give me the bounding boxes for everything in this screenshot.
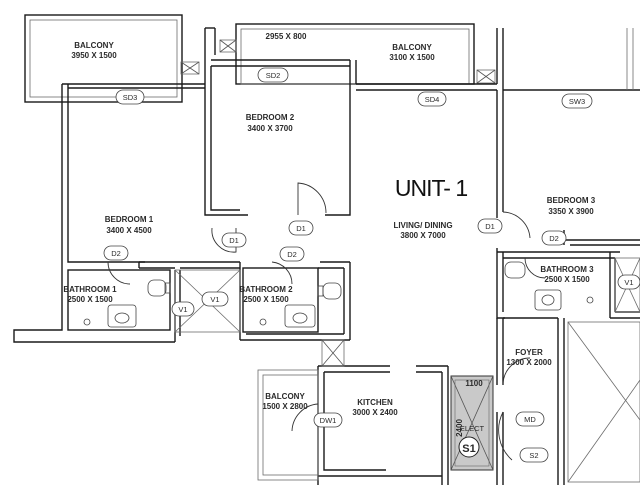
lift-shaft-label: S1 — [462, 443, 475, 455]
svg-text:V1: V1 — [624, 278, 633, 287]
svg-text:D2: D2 — [549, 234, 559, 243]
tag-v1-bathroom-2: V1 — [201, 291, 229, 307]
kitchen-name: KITCHEN — [357, 398, 393, 407]
tag-dw1: DW1 — [313, 412, 343, 428]
tag-md: MD — [515, 411, 545, 427]
bedroom-2-name: BEDROOM 2 — [246, 113, 295, 122]
svg-text:SW3: SW3 — [569, 97, 585, 106]
svg-text:S2: S2 — [529, 451, 538, 460]
living-dining-size: 3800 X 7000 — [400, 231, 446, 240]
bathroom-3-name: BATHROOM 3 — [540, 265, 594, 274]
bathroom-1-name: BATHROOM 1 — [63, 285, 117, 294]
tag-sd3: SD3 — [115, 89, 145, 105]
lift-depth-label: 2400 — [455, 419, 464, 437]
balcony-kitchen-name: BALCONY — [265, 392, 305, 401]
lift-shaft — [450, 375, 494, 471]
tag-v1-bathroom-1: V1 — [171, 301, 195, 317]
bedroom-3-size: 3350 X 3900 — [548, 207, 594, 216]
svg-text:SD4: SD4 — [425, 95, 440, 104]
balcony-top-name: BALCONY — [392, 43, 432, 52]
tag-sw3: SW3 — [561, 93, 593, 109]
balcony-top-extra: 2955 X 800 — [266, 32, 307, 41]
living-dining-name: LIVING/ DINING — [393, 221, 452, 230]
tag-d2-bathroom-3: D2 — [541, 230, 567, 246]
balcony-left-size: 3950 X 1500 — [71, 51, 117, 60]
svg-text:D1: D1 — [229, 236, 239, 245]
tag-d1-bedroom-1: D1 — [221, 232, 247, 248]
tag-d1-bedroom-2: D1 — [288, 220, 314, 236]
svg-text:D1: D1 — [296, 224, 306, 233]
unit-label: UNIT- 1 — [395, 175, 467, 201]
balcony-left-name: BALCONY — [74, 41, 114, 50]
bathroom-2-name: BATHROOM 2 — [239, 285, 293, 294]
svg-text:D2: D2 — [287, 250, 297, 259]
tag-v1-bathroom-3: V1 — [617, 274, 640, 290]
foyer-size: 1300 X 2000 — [506, 358, 552, 367]
svg-text:MD: MD — [524, 415, 536, 424]
svg-text:D2: D2 — [111, 249, 121, 258]
outer-walls — [13, 27, 640, 485]
balcony-kitchen-size: 1500 X 2800 — [262, 402, 308, 411]
balcony-top — [219, 23, 496, 85]
svg-text:V1: V1 — [178, 305, 187, 314]
bedroom-1-name: BEDROOM 1 — [105, 215, 154, 224]
bedroom-3-name: BEDROOM 3 — [547, 196, 596, 205]
svg-text:SD3: SD3 — [123, 93, 138, 102]
tag-sd4: SD4 — [417, 91, 447, 107]
svg-text:DW1: DW1 — [320, 416, 337, 425]
bathroom-2-size: 2500 X 1500 — [243, 295, 289, 304]
lift-label: ELECT — [460, 424, 485, 433]
lift-width-label: 1100 — [465, 379, 483, 388]
tag-s2: S2 — [519, 447, 549, 463]
bedroom-2-size: 3400 X 3700 — [247, 124, 293, 133]
tag-d1-bedroom-3: D1 — [477, 218, 503, 234]
bedroom-1-size: 3400 X 4500 — [106, 226, 152, 235]
balcony-top-size: 3100 X 1500 — [389, 53, 435, 62]
tag-d2-bathroom-1: D2 — [103, 245, 129, 261]
door-swings — [107, 182, 546, 461]
svg-text:D1: D1 — [485, 222, 495, 231]
kitchen-size: 3000 X 2400 — [352, 408, 398, 417]
tag-d2-bathroom-2: D2 — [279, 246, 305, 262]
bathroom-1-size: 2500 X 1500 — [67, 295, 113, 304]
tag-sd2: SD2 — [257, 67, 289, 83]
foyer-name: FOYER — [515, 348, 543, 357]
balcony-left — [24, 14, 200, 103]
bathroom-3-size: 2500 X 1500 — [544, 275, 590, 284]
svg-text:V1: V1 — [210, 295, 219, 304]
svg-text:SD2: SD2 — [266, 71, 281, 80]
